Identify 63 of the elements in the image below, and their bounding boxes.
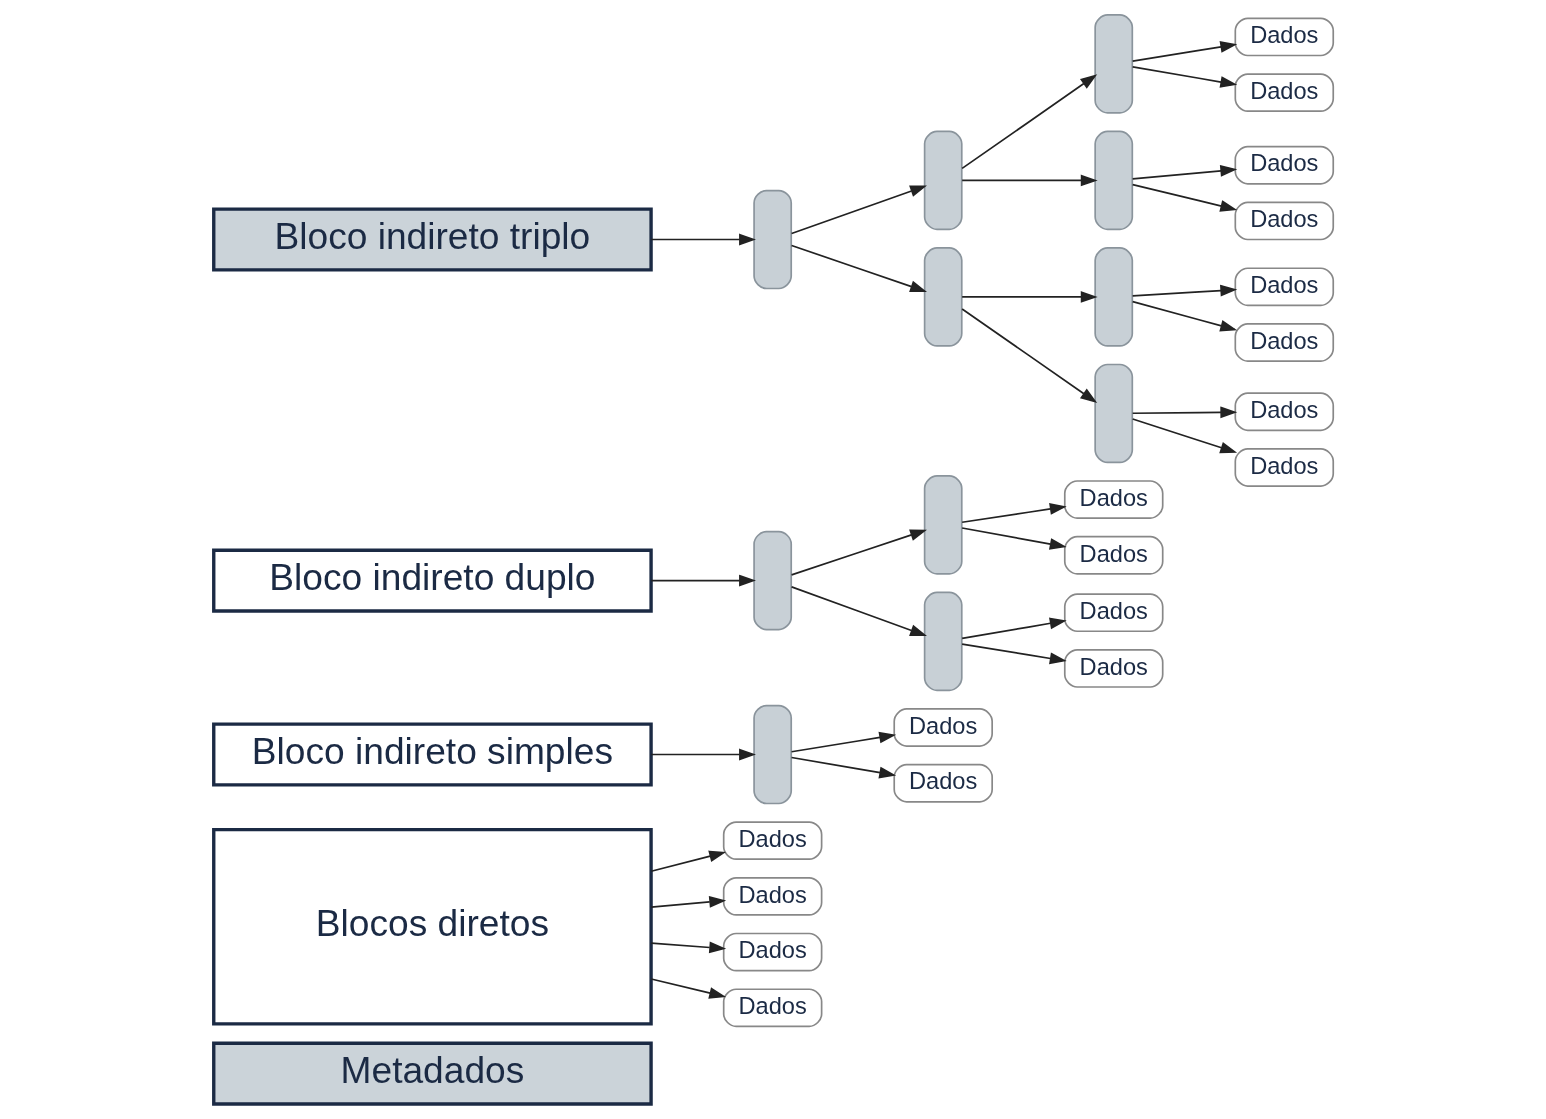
node-box: Dados xyxy=(722,876,822,916)
node-box: Bloco indireto duplo xyxy=(211,548,653,613)
node-box: Dados xyxy=(1233,17,1334,57)
arrow xyxy=(960,308,1097,404)
node-box: Dados xyxy=(722,932,822,972)
node-box xyxy=(923,591,963,692)
arrow xyxy=(1131,300,1237,332)
node-box: Dados xyxy=(1063,593,1164,633)
node-box: Dados xyxy=(892,708,993,747)
node-box: Dados xyxy=(1063,649,1164,688)
node-box: Dados xyxy=(1233,73,1334,113)
node-box: Dados xyxy=(722,821,822,861)
node-box: Bloco indireto simples xyxy=(211,722,653,787)
arrow xyxy=(649,574,756,587)
node-box xyxy=(752,530,792,631)
arrow xyxy=(649,896,726,908)
arrow xyxy=(790,731,896,753)
arrow xyxy=(1131,418,1237,454)
node-box xyxy=(923,247,963,347)
node-box: Metadados xyxy=(211,1041,653,1106)
node-box: Dados xyxy=(1233,145,1334,185)
arrow xyxy=(1131,406,1237,419)
arrow xyxy=(1131,66,1237,88)
arrow xyxy=(1131,183,1237,212)
node-box: Dados xyxy=(1233,448,1334,487)
arrow xyxy=(960,291,1098,303)
arrow xyxy=(1131,164,1237,180)
node-box: Bloco indireto triplo xyxy=(211,207,653,272)
arrow xyxy=(649,233,756,246)
node-box: Dados xyxy=(1233,201,1334,241)
arrow xyxy=(960,74,1097,170)
node-box xyxy=(752,189,792,290)
node-box: Dados xyxy=(1233,392,1334,432)
arrow xyxy=(1131,284,1237,297)
node-box: Dados xyxy=(1063,480,1164,519)
node-box xyxy=(1093,363,1133,464)
node-box xyxy=(923,475,963,575)
arrow xyxy=(790,756,896,779)
arrow xyxy=(960,174,1098,187)
arrow xyxy=(649,748,756,761)
node-box: Dados xyxy=(722,988,822,1028)
node-box xyxy=(752,704,792,805)
arrow xyxy=(960,617,1067,640)
node-box: Blocos diretos xyxy=(211,827,653,1026)
arrow xyxy=(790,529,927,576)
arrow xyxy=(649,850,726,873)
arrow xyxy=(1131,41,1237,62)
node-box xyxy=(1093,14,1133,114)
arrow xyxy=(960,503,1067,524)
arrow xyxy=(790,586,927,637)
node-box xyxy=(1093,130,1133,231)
arrow xyxy=(960,643,1067,665)
node-box xyxy=(1093,247,1133,347)
node-box: Dados xyxy=(1233,323,1334,362)
node-box: Dados xyxy=(1063,535,1164,575)
arrow xyxy=(790,244,927,293)
arrow xyxy=(649,978,726,999)
node-box: Dados xyxy=(1233,267,1334,307)
arrow xyxy=(960,527,1067,550)
arrow xyxy=(790,185,927,235)
node-box xyxy=(923,130,963,231)
node-box: Dados xyxy=(892,763,993,803)
arrow xyxy=(649,941,726,954)
